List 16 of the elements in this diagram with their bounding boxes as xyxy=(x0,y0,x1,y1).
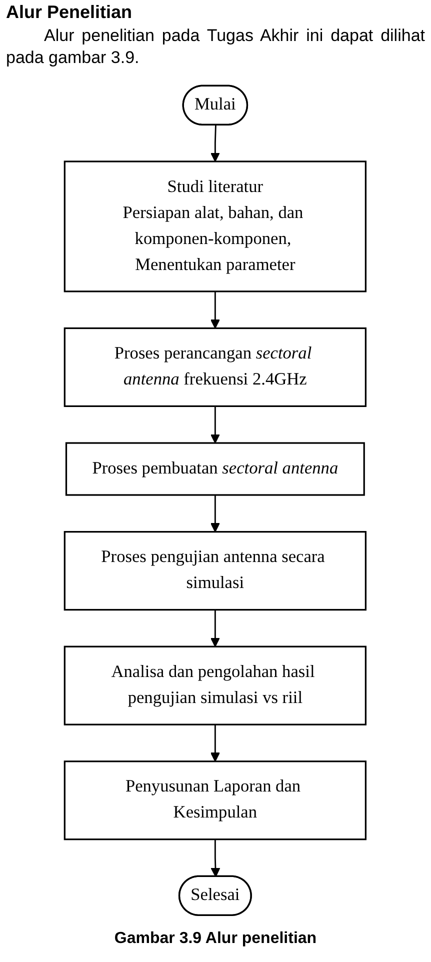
arrow xyxy=(211,840,221,878)
section-heading: Alur Penelitian xyxy=(6,2,134,23)
arrow xyxy=(210,610,220,648)
node-box: Studi literatur Persiapan alat, bahan, dan komponen-komponen, Menentukan parameter xyxy=(64,160,367,292)
arrow xyxy=(210,495,220,532)
node-box: Proses pembuatan sectoral antenna xyxy=(66,442,366,496)
arrow xyxy=(210,125,220,162)
arrow xyxy=(210,406,220,444)
node-box: Penyusunan Laporan dan Kesimpulan xyxy=(64,760,367,840)
figure-caption: Gambar 3.9 Alur penelitian xyxy=(113,930,318,948)
arrow xyxy=(210,292,220,329)
body-paragraph: Alur penelitian pada Tugas Akhir ini dapat dilihat pada gambar 3.9. xyxy=(6,25,425,70)
node-box: Analisa dan pengolahan hasil pengujian simulasi vs riil xyxy=(64,646,367,726)
node-box: Proses pengujian antenna secara simulasi xyxy=(64,531,367,611)
node-box: Proses perancangan sectoral antenna frekuensi 2.4GHz xyxy=(64,328,367,408)
arrow xyxy=(210,724,220,762)
